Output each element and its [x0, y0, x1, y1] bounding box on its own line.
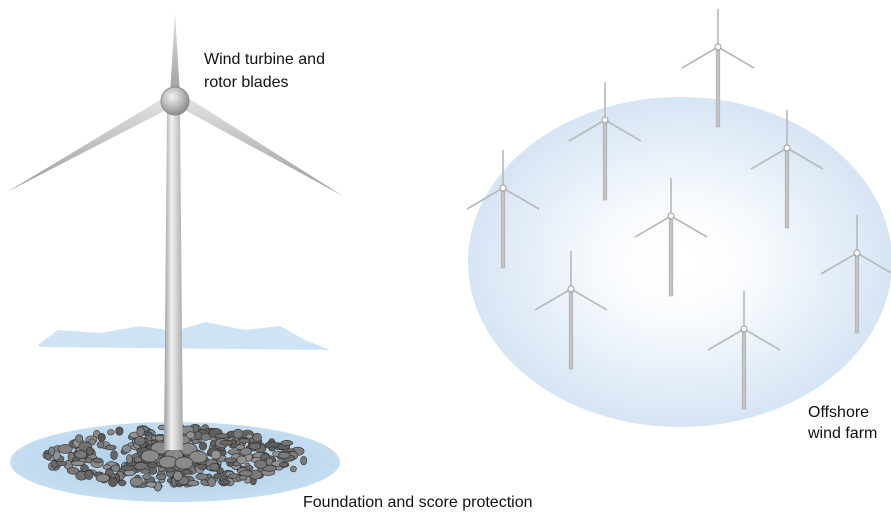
- rock: [238, 438, 250, 444]
- rock: [142, 474, 152, 480]
- rock: [278, 462, 288, 468]
- rock: [136, 426, 145, 437]
- rock: [95, 473, 110, 483]
- rock: [213, 473, 222, 479]
- rock: [86, 446, 95, 456]
- farm-label-line2: wind farm: [808, 425, 878, 442]
- rock: [191, 439, 200, 445]
- rock: [44, 452, 52, 460]
- rock: [218, 479, 231, 486]
- rock: [66, 466, 80, 475]
- rock: [223, 457, 237, 463]
- rock: [210, 449, 222, 460]
- rock: [198, 441, 207, 451]
- rock: [140, 449, 160, 463]
- rock: [245, 465, 254, 471]
- rock: [280, 439, 294, 446]
- rock: [194, 431, 202, 440]
- turbine-label-line1: Wind turbine and: [204, 51, 325, 68]
- rock: [75, 434, 84, 443]
- rock: [154, 434, 165, 442]
- farm-turbine: [820, 215, 891, 334]
- rock: [134, 436, 146, 446]
- rock: [300, 456, 308, 466]
- rock: [155, 473, 167, 481]
- rock: [248, 442, 262, 450]
- rock: [126, 454, 133, 464]
- rock: [235, 444, 245, 450]
- sea-surface: [38, 322, 330, 350]
- wind-farm-area: [468, 97, 891, 427]
- rotor-blade-right: [181, 96, 343, 196]
- rock: [50, 460, 58, 469]
- farm-turbine: [634, 178, 708, 297]
- turbine-tower: [164, 112, 183, 450]
- farm-turbine: [466, 150, 540, 269]
- rock: [97, 432, 106, 442]
- farm-turbine: [681, 9, 755, 128]
- rock: [121, 444, 132, 453]
- main-wind-turbine: [7, 12, 343, 450]
- rock: [215, 433, 230, 439]
- rock: [129, 476, 144, 487]
- rock: [185, 431, 196, 440]
- farm-turbine: [534, 251, 608, 370]
- rock: [140, 468, 151, 474]
- rock: [133, 456, 142, 463]
- rock: [164, 467, 176, 473]
- scour-protection-rocks: [42, 422, 308, 492]
- rock: [70, 460, 86, 467]
- rock: [121, 464, 136, 471]
- rock: [108, 477, 118, 487]
- farm-turbine: [568, 82, 642, 201]
- rock: [174, 456, 194, 470]
- rock: [115, 426, 124, 436]
- foundation-label: Foundation and score protection: [303, 494, 533, 511]
- rock: [180, 469, 193, 475]
- rock: [245, 433, 254, 439]
- rotor-hub: [160, 86, 190, 116]
- rock: [145, 481, 157, 488]
- rock: [290, 465, 297, 473]
- rock: [85, 457, 93, 464]
- rock: [102, 464, 111, 470]
- rock: [195, 473, 209, 481]
- rock: [236, 455, 247, 465]
- rock: [158, 455, 178, 469]
- rock: [268, 446, 276, 452]
- rock: [188, 450, 208, 464]
- rock: [173, 470, 183, 481]
- rock: [110, 450, 118, 460]
- rock: [207, 477, 216, 487]
- farm-turbine: [750, 110, 824, 229]
- rock: [239, 475, 248, 481]
- rock: [84, 469, 94, 480]
- rock: [209, 462, 220, 472]
- rock: [252, 432, 262, 442]
- rock: [197, 463, 207, 470]
- rock: [58, 444, 73, 454]
- rock: [232, 428, 244, 439]
- rock: [107, 429, 115, 436]
- rock: [278, 451, 291, 459]
- rock: [96, 441, 105, 449]
- rotor-blade-left: [7, 97, 170, 192]
- rock: [187, 480, 200, 487]
- rock: [118, 479, 127, 487]
- rock: [219, 440, 233, 446]
- rotor-blade-top: [170, 12, 180, 95]
- farm-label-line1: Offshore: [808, 404, 870, 421]
- rock: [92, 457, 103, 464]
- farm-turbine: [707, 291, 781, 410]
- rock: [110, 464, 120, 472]
- offshore-wind-farm: [466, 9, 891, 410]
- rock: [104, 444, 117, 451]
- turbine-label-line2: rotor blades: [204, 74, 289, 91]
- rock: [74, 450, 87, 459]
- rock: [254, 459, 268, 469]
